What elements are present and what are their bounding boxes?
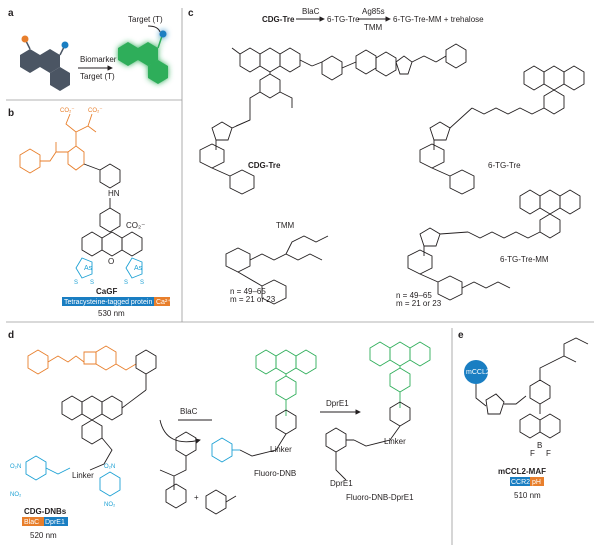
panel-c-tmm-m: m = 21 or 23 — [230, 295, 276, 304]
panel-d-tag-blac-text: BlaC — [24, 519, 39, 526]
panel-c-6-tg-tre-mm-structure — [407, 189, 581, 301]
panel-c-letter: c — [188, 8, 194, 19]
panel-d-linker2: Linker — [270, 445, 292, 454]
panel-d-fluoro-dnb-dpre1-label: Fluoro-DNB-DprE1 — [346, 493, 414, 502]
panel-a-letter: a — [8, 8, 14, 19]
panel-e-tag-ph — [530, 477, 544, 486]
panel-d-fluoro-dnb-structure — [211, 349, 317, 463]
panel-e-tag-ph-text: pH — [532, 479, 541, 486]
panel-d-probe-body — [61, 349, 157, 471]
svg-text:O₂N: O₂N — [104, 464, 115, 470]
svg-text:NO₂: NO₂ — [104, 502, 116, 508]
panel-b-chelator: CO₂⁻ CO₂⁻ — [19, 108, 103, 174]
panel-a-target-label: Target (T) — [80, 72, 115, 81]
panel-e-wavelength: 510 nm — [514, 491, 541, 500]
panel-b-biarsenical: As As S S S S — [74, 257, 144, 286]
panel-e-mccl2-circle — [464, 360, 488, 384]
panel-b-co2-label: CO₂⁻ — [126, 221, 145, 230]
panel-c-mm-n: n = 49–65 — [396, 291, 432, 300]
svg-text:O₂N: O₂N — [10, 464, 21, 470]
svg-text:S: S — [140, 280, 144, 286]
panel-c-enzyme2: Ag85s — [362, 7, 385, 16]
panel-d-linker3: Linker — [384, 437, 406, 446]
panel-d-dnb: O₂N NO₂ — [10, 455, 71, 498]
panel-c-start: CDG-Tre — [262, 15, 295, 24]
panel-c-mm-m: m = 21 or 23 — [396, 299, 442, 308]
panel-d-name: CDG-DNBs — [24, 507, 67, 516]
panel-c-6-tg-tre-structure — [419, 65, 585, 195]
panel-c-product: 6-TG-Tre-MM + trehalose — [393, 15, 484, 24]
panel-b-as1: As — [84, 265, 93, 272]
panel-c-tmm-structure — [225, 235, 329, 305]
panel-c-cofactor: TMM — [364, 23, 383, 32]
panel-d-enzyme2: DprE1 — [326, 399, 349, 408]
panel-d-byproducts: O₂N NO₂ + — [99, 431, 237, 515]
panel-a-target-pointer — [147, 25, 161, 33]
svg-text:B: B — [537, 441, 542, 450]
panel-b-as2: As — [134, 265, 143, 272]
panel-b-o-label: O — [108, 257, 114, 266]
panel-e-tag-ccr2 — [510, 477, 530, 486]
panel-d-letter: d — [8, 330, 14, 341]
panel-a-target-top-label: Target (T) — [128, 15, 163, 24]
panel-b-ion-tag — [154, 297, 170, 306]
panel-b-wavelength: 530 nm — [98, 309, 125, 318]
panel-b-protein-tag-text: Tetracysteine-tagged protein — [64, 299, 152, 306]
svg-text:CO₂⁻: CO₂⁻ — [88, 108, 103, 114]
panel-e-bodipy-structure: B F F — [475, 337, 589, 458]
panel-e-tag-ccr2-text: CCR2 — [511, 479, 530, 486]
panel-d-arrow-blac — [159, 419, 201, 444]
panel-d-wavelength: 520 nm — [30, 531, 57, 540]
panel-c-enzyme1: BlaC — [302, 7, 320, 16]
panel-d-linker1: Linker — [72, 471, 94, 480]
panel-c-cdg-tre-structure — [199, 43, 467, 195]
svg-text:S: S — [74, 280, 78, 286]
panel-d-tag-blac — [22, 517, 44, 526]
panel-d-cephalosporin — [27, 345, 137, 375]
panel-c-6-tg-tre-mm-label: 6-TG-Tre-MM — [500, 255, 549, 264]
svg-text:F: F — [546, 449, 551, 458]
panel-d-dpre1-small: DprE1 — [330, 479, 353, 488]
panel-d-fluoro-dnb-label: Fluoro-DNB — [254, 469, 296, 478]
panel-c-tmm-n: n = 49–65 — [230, 287, 266, 296]
panel-d-enzyme1: BlaC — [180, 407, 198, 416]
svg-text:S: S — [90, 280, 94, 286]
panel-e-mccl2-label: mCCL2 — [466, 369, 490, 376]
svg-text:+: + — [194, 493, 199, 502]
panel-a-probe-off — [20, 35, 70, 91]
panel-a-biomarker-label: Biomarker — [80, 55, 117, 64]
svg-text:CO₂⁻: CO₂⁻ — [60, 108, 75, 114]
panel-b-letter: b — [8, 108, 14, 119]
panel-e-name: mCCL2-MAF — [498, 467, 546, 476]
panel-b-ion-tag-text: Ca²⁺ — [156, 298, 171, 306]
panel-b-protein-tag — [62, 297, 154, 306]
svg-text:NO₂: NO₂ — [10, 492, 22, 498]
panel-c-cdg-tre-label: CDG-Tre — [248, 161, 281, 170]
panel-c-mid: 6-TG-Tre — [327, 15, 360, 24]
panel-a-probe-on — [118, 30, 168, 84]
panel-c-tmm-label: TMM — [276, 221, 295, 230]
svg-text:S: S — [124, 280, 128, 286]
panel-d-tag-dpre1 — [44, 517, 68, 526]
panel-b-name: CaGF — [96, 287, 117, 296]
panel-e-letter: e — [458, 330, 464, 341]
panel-b-xanthene: HN CO₂⁻ O — [81, 163, 145, 266]
panel-c-6-tg-tre-label: 6-TG-Tre — [488, 161, 521, 170]
panel-d-tag-dpre1-text: DprE1 — [45, 519, 65, 526]
panel-b-hn-label: HN — [108, 189, 120, 198]
panel-d-fluoro-dnb-dpre1-structure — [325, 341, 431, 481]
svg-text:F: F — [530, 449, 535, 458]
